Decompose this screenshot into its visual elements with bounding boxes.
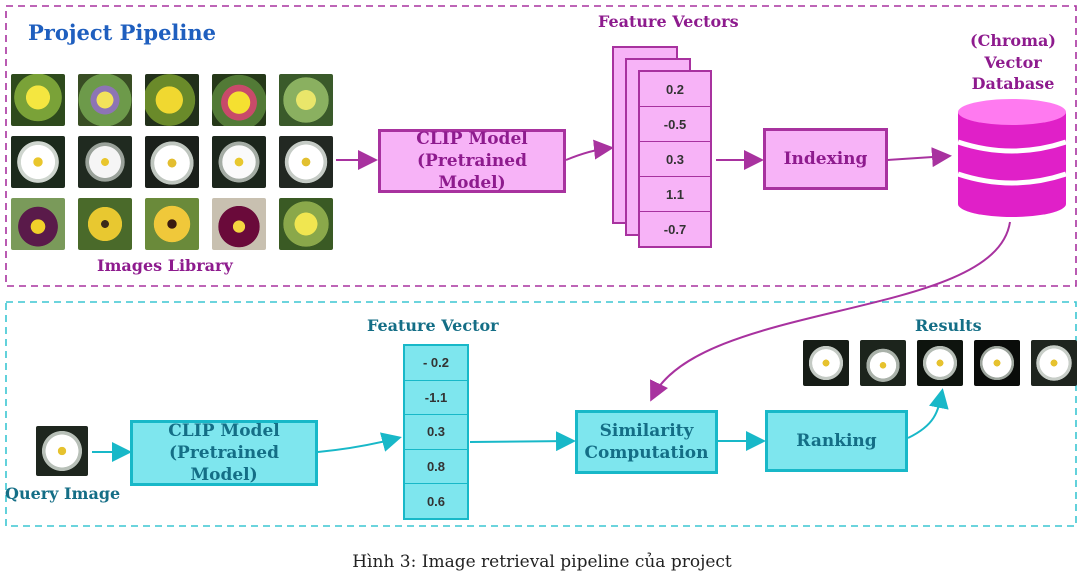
- feature-vector-label: Feature Vector: [367, 316, 499, 335]
- vector-db-label: (Chroma) Vector Database: [958, 30, 1068, 95]
- clip-model-box-bottom: CLIP Model (Pretrained Model): [130, 420, 318, 486]
- result-image: [974, 340, 1020, 386]
- similarity-line2: Computation: [584, 443, 709, 463]
- clip-model-line1: CLIP Model: [416, 128, 528, 149]
- query-image: [36, 426, 88, 476]
- arrow-db-to-similarity: [650, 221, 1011, 402]
- vector-cell: -0.7: [663, 221, 687, 237]
- arrow-ranking-to-results: [907, 388, 949, 439]
- vector-cell: -0.5: [640, 107, 710, 142]
- clip-model-box-top: CLIP Model (Pretrained Model): [378, 129, 566, 193]
- image-thumb: [279, 198, 333, 250]
- vector-cell: - 0.2: [405, 346, 467, 381]
- image-thumb: [145, 74, 199, 126]
- clip-model-line2: (Pretrained Model): [417, 150, 527, 194]
- image-thumb: [212, 136, 266, 188]
- top-frame: [5, 5, 1077, 287]
- results-label: Results: [915, 316, 982, 335]
- vector-cell: 0.3: [640, 142, 710, 177]
- arrow-clip-to-vectors: [565, 139, 614, 161]
- query-feature-vector: - 0.2 -1.1 0.3 0.8 0.6: [403, 344, 469, 520]
- vector-cell: 0.8: [405, 450, 467, 484]
- result-image: [803, 340, 849, 386]
- image-thumb: [212, 198, 266, 250]
- image-thumb: [78, 198, 132, 250]
- vector-cell: 0.3: [405, 415, 467, 450]
- clip-model-line2: (Pretrained Model): [169, 442, 279, 486]
- clip-model-line1: CLIP Model: [168, 420, 280, 441]
- images-library-grid: [11, 74, 336, 252]
- image-thumb: [11, 136, 65, 188]
- figure-caption: Hình 3: Image retrieval pipeline của pro…: [352, 552, 732, 572]
- similarity-line1: Similarity: [599, 420, 694, 441]
- similarity-computation-box: Similarity Computation: [575, 410, 718, 474]
- image-thumb: [11, 74, 65, 126]
- ranking-box: Ranking: [765, 410, 908, 472]
- vector-cell: 0.6: [426, 493, 446, 509]
- result-image: [860, 340, 906, 386]
- page-title: Project Pipeline: [28, 20, 217, 45]
- image-thumb: [279, 74, 333, 126]
- vector-cell: 0.2: [640, 72, 710, 107]
- vector-cell: 1.1: [640, 177, 710, 212]
- query-image-label: Query Image: [5, 484, 121, 503]
- feature-vectors-stack: 0.2 -0.5 0.3 1.1 -0.7: [612, 46, 716, 252]
- image-thumb: [78, 136, 132, 188]
- arrow-clip-to-vector: [317, 432, 402, 453]
- db-label-line3: Database: [971, 74, 1055, 94]
- bottom-frame: [5, 301, 1077, 527]
- image-thumb: [11, 198, 65, 250]
- result-image: [917, 340, 963, 386]
- image-thumb: [145, 198, 199, 250]
- vector-cell: -1.1: [405, 381, 467, 415]
- feature-vectors-label: Feature Vectors: [598, 12, 739, 31]
- arrow-vector-to-similarity: [469, 431, 576, 452]
- db-label-line2: Vector: [984, 52, 1042, 72]
- image-thumb: [78, 74, 132, 126]
- image-thumb: [212, 74, 266, 126]
- indexing-box: Indexing: [763, 128, 888, 190]
- result-image: [1031, 340, 1077, 386]
- vector-front-sheet: 0.2 -0.5 0.3 1.1 -0.7: [638, 70, 712, 248]
- image-thumb: [145, 136, 199, 188]
- arrow-indexing-to-db: [887, 147, 952, 168]
- results-thumbnails: [803, 340, 1079, 388]
- db-label-line1: (Chroma): [970, 31, 1056, 50]
- images-library-label: Images Library: [97, 256, 233, 275]
- image-thumb: [279, 136, 333, 188]
